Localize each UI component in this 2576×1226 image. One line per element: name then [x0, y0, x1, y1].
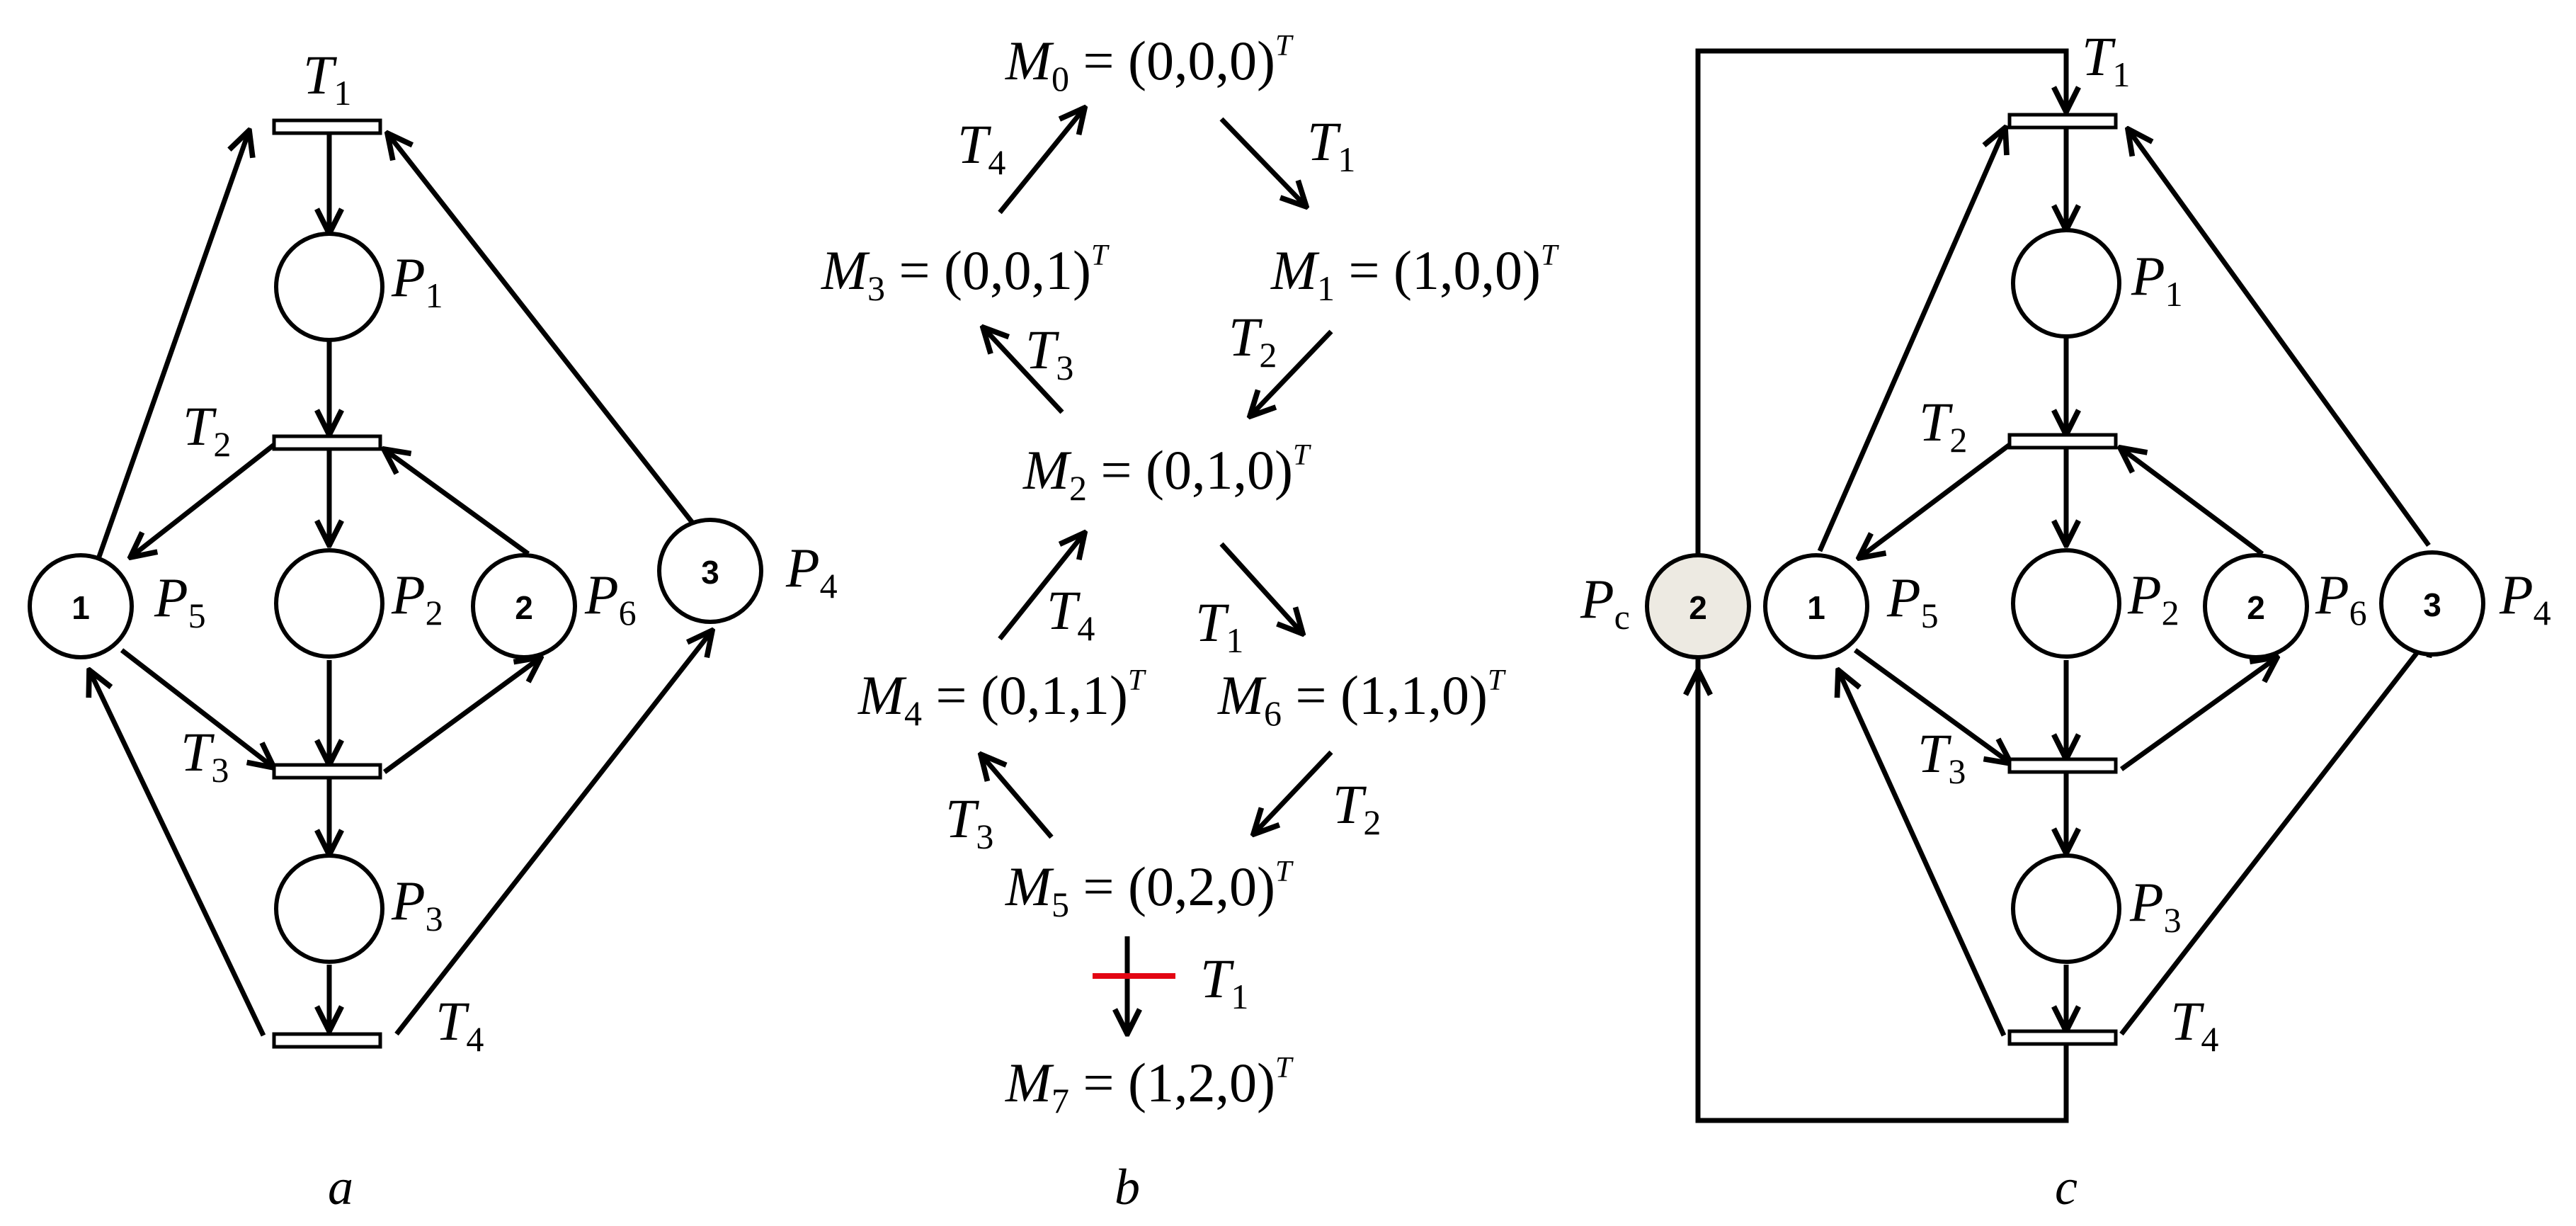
- label-t3: T3: [1917, 722, 1966, 791]
- edge-m2-m3: [983, 327, 1064, 414]
- edge-label-m4-m2: T4: [1047, 579, 1095, 648]
- arc-t2-p5: [130, 443, 276, 557]
- transition-t1: [272, 118, 382, 135]
- place-p4: [2379, 550, 2485, 657]
- arc-t4-loop-t1: [1695, 48, 2066, 1123]
- label-t4: T4: [435, 990, 484, 1059]
- arc-t3-p6: [2119, 657, 2277, 771]
- panel-a: 3 1 2 T1 T2 T3 T4 P1 P2 P3 P4 P5 P6 a: [28, 44, 838, 1215]
- edge-m2-m6: [1219, 542, 1303, 634]
- label-p4: P4: [2499, 564, 2551, 632]
- edge-label-m1-m2: T2: [1229, 306, 1277, 375]
- arc-p5-t3: [1853, 648, 2011, 764]
- label-p5: P5: [1886, 567, 1939, 635]
- place-p6: [471, 553, 577, 659]
- panel-b: M0 = (0,0,0)T M1 = (1,0,0)T M2 = (0,1,0)…: [821, 30, 1559, 1215]
- label-p6: P6: [2315, 564, 2367, 632]
- label-p1: P1: [391, 246, 443, 315]
- marking-m4: M4 = (0,1,1)T: [857, 664, 1146, 733]
- place-p5: [28, 553, 134, 659]
- token-count-p6: 2: [2247, 589, 2265, 626]
- arc-p4-t1: [2128, 129, 2431, 547]
- label-p2: P2: [391, 564, 443, 632]
- arc-t4-p4: [2119, 630, 2434, 1036]
- edge-m5-m4: [981, 754, 1054, 839]
- label-t1: T1: [2082, 25, 2130, 94]
- arc-p5-t3: [120, 648, 274, 768]
- edge-m3-m0: [998, 108, 1085, 215]
- marking-m2: M2 = (0,1,0)T: [1022, 439, 1311, 508]
- arc-t3-p6: [382, 657, 541, 774]
- label-p3: P3: [2129, 871, 2182, 940]
- arc-p6-t2: [2120, 448, 2264, 556]
- edge-label-m5-m4: T3: [945, 788, 993, 856]
- edge-m6-m5: [1253, 750, 1333, 834]
- arc-p5-t1: [1817, 127, 2005, 552]
- token-count-p5: 1: [72, 589, 90, 626]
- label-p1: P1: [2131, 245, 2183, 314]
- marking-m1: M1 = (1,0,0)T: [1270, 239, 1559, 308]
- transition-t4: [2007, 1029, 2118, 1046]
- place-p5: [1763, 553, 1869, 659]
- marking-m5: M5 = (0,2,0)T: [1005, 856, 1294, 924]
- place-p2: [2011, 548, 2121, 659]
- label-p2: P2: [2127, 564, 2179, 632]
- caption-c: c: [2055, 1159, 2078, 1215]
- label-p6: P6: [584, 564, 637, 632]
- transition-t4: [272, 1032, 382, 1049]
- marking-m6: M6 = (1,1,0)T: [1217, 664, 1506, 733]
- arc-t4-p5: [89, 670, 266, 1037]
- marking-m3: M3 = (0,0,1)T: [821, 239, 1110, 308]
- edge-label-m2-m3: T3: [1025, 319, 1073, 387]
- label-p5: P5: [154, 567, 206, 635]
- label-t2: T2: [183, 395, 231, 464]
- place-p3: [274, 853, 384, 964]
- edge-m1-m2: [1250, 329, 1333, 416]
- token-count-p5: 1: [1807, 589, 1825, 626]
- marking-m0: M0 = (0,0,0)T: [1005, 30, 1294, 98]
- place-p3: [2011, 853, 2121, 964]
- place-p4: [657, 518, 763, 624]
- caption-b: b: [1115, 1159, 1140, 1215]
- caption-a: a: [328, 1159, 353, 1215]
- edge-label-m0-m1: T1: [1307, 110, 1355, 179]
- place-p1: [2011, 228, 2121, 339]
- edge-label-m2-m6: T1: [1195, 591, 1243, 660]
- label-t2: T2: [1919, 391, 1967, 460]
- place-pc: [1645, 553, 1751, 659]
- place-p2: [274, 548, 384, 659]
- token-count-p6: 2: [515, 589, 533, 626]
- label-t3: T3: [181, 721, 229, 790]
- transition-t3: [2007, 757, 2118, 774]
- arc-p5-t1: [96, 130, 249, 558]
- edge-label-m5-m7: T1: [1200, 948, 1248, 1016]
- token-count-p4: 3: [701, 554, 719, 591]
- arc-t4-p4: [394, 630, 712, 1036]
- transition-t1: [2007, 113, 2118, 130]
- arc-p4-t1: [387, 133, 712, 547]
- label-t4: T4: [2170, 990, 2218, 1059]
- label-p3: P3: [391, 870, 443, 938]
- marking-m7: M7 = (1,2,0)T: [1005, 1052, 1294, 1120]
- arc-t4-p5: [1838, 670, 2007, 1037]
- edge-label-m3-m0: T4: [957, 113, 1005, 182]
- arc-t2-p5: [1859, 443, 2012, 558]
- transition-t2: [2007, 433, 2118, 450]
- label-p4: P4: [785, 537, 838, 606]
- label-pc: Pc: [1580, 568, 1630, 637]
- token-count-p4: 3: [2423, 586, 2441, 623]
- place-p6: [2203, 553, 2309, 659]
- edge-m0-m1: [1219, 117, 1306, 207]
- panel-c: 3 1 2 2 T1 T2 T3 T4 P1 P2 P3 P4 P5 P6 Pc…: [1580, 25, 2551, 1215]
- token-count-pc: 2: [1689, 589, 1707, 626]
- label-t1: T1: [303, 44, 351, 113]
- transition-t3: [272, 763, 382, 780]
- arc-p6-t2: [384, 449, 530, 556]
- edge-m4-m2: [998, 533, 1085, 641]
- place-p1: [274, 232, 384, 342]
- edge-label-m6-m5: T2: [1333, 773, 1381, 842]
- transition-t2: [272, 434, 382, 451]
